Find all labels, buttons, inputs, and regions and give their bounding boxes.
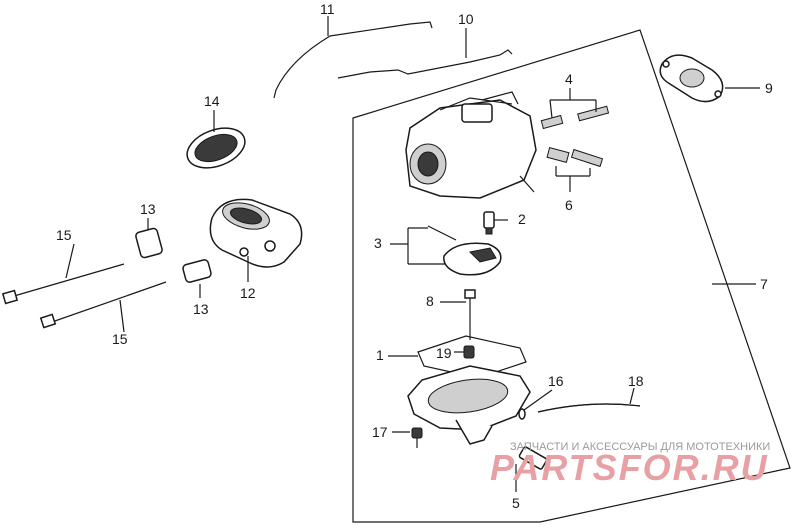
callout-1: 1: [376, 347, 384, 363]
part-10-rod: [337, 49, 513, 79]
callout-3: 3: [374, 235, 382, 251]
part-11-rod: [273, 21, 433, 99]
float-chamber: [407, 365, 531, 445]
callout-14: 14: [204, 93, 220, 109]
part-9-gasket: [659, 54, 724, 103]
part-15-bolt-lower: [39, 281, 167, 329]
part-8-needle: [464, 289, 476, 340]
callout-6: 6: [565, 197, 573, 213]
part-13-collar-upper: [135, 227, 163, 259]
part-1-gasket: [417, 335, 527, 379]
callout-16: 16: [548, 373, 564, 389]
part-4-screws: [540, 105, 610, 130]
callout-19: 19: [436, 345, 452, 361]
watermark-logo: PARTSFOR.RU: [490, 447, 769, 488]
callout-4: 4: [565, 71, 573, 87]
part-5-fitting: [518, 446, 548, 470]
part-16-o-ring: [518, 408, 526, 420]
callout-5: 5: [512, 495, 520, 511]
watermark-tagline: ЗАПЧАСТИ И АКСЕССУАРЫ ДЛЯ МОТОТЕХНИКИ: [510, 441, 770, 453]
part-2-jet: [483, 211, 495, 235]
part-19-jet: [463, 345, 475, 359]
part-14-filter: [186, 127, 246, 169]
carburetor-body: [405, 91, 537, 199]
leader-lines: [65, 16, 760, 492]
part-12-air-cleaner-case: [209, 198, 303, 268]
callout-11: 11: [320, 1, 335, 17]
part-17-screw: [411, 427, 423, 448]
part-13-collar-lower: [182, 259, 212, 283]
callout-10: 10: [458, 11, 474, 27]
callout-9: 9: [765, 80, 773, 96]
callout-7: 7: [760, 276, 768, 292]
callout-13-lower: 13: [193, 301, 209, 317]
part-18-tube: [537, 403, 641, 413]
callout-15-upper: 15: [56, 227, 72, 243]
callout-15-lower: 15: [112, 331, 128, 347]
callout-17: 17: [372, 424, 388, 440]
callout-2: 2: [518, 211, 526, 227]
part-15-bolt-upper: [1, 263, 125, 305]
part-3-float: [427, 225, 502, 276]
callout-8: 8: [426, 293, 434, 309]
assembly-outline: [352, 29, 791, 523]
callout-12: 12: [240, 285, 256, 301]
callout-13-upper: 13: [140, 201, 156, 217]
part-6-screws: [546, 146, 604, 168]
callout-18: 18: [628, 373, 644, 389]
